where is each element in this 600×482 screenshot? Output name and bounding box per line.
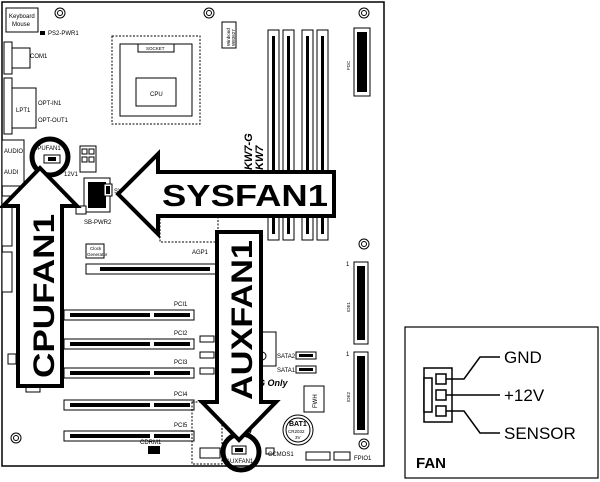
model-label-1: KW7-G bbox=[243, 133, 255, 170]
cpufan-callout-arrow: CPUFAN1 bbox=[0, 165, 82, 388]
sata2-label: SATA2 bbox=[277, 354, 296, 360]
fwh-label: FWH bbox=[313, 394, 319, 408]
cpufan-callout-label: CPUFAN1 bbox=[28, 214, 61, 378]
ps2pwr-jumper bbox=[40, 31, 45, 35]
cpu-label: CPU bbox=[150, 92, 163, 98]
pci2-label: PCI2 bbox=[174, 331, 188, 337]
agp1-label: AGP1 bbox=[192, 250, 209, 256]
gnd-lead-line bbox=[446, 356, 500, 380]
g-only-label: G Only bbox=[258, 378, 288, 388]
fan-pin-gnd bbox=[435, 373, 447, 385]
pci5-label: PCI5 bbox=[174, 423, 188, 429]
ccmos-label: CCMOS1 bbox=[268, 452, 294, 458]
audio-port bbox=[1, 139, 25, 187]
cpu-socket: CPU SOCKET bbox=[111, 35, 201, 125]
lpt1-label: LPT1 bbox=[16, 108, 31, 114]
fan-pinout-diagram: GND +12V SENSOR FAN bbox=[404, 326, 599, 479]
fan-pin-12v bbox=[435, 389, 447, 401]
audio-label: AUDIO bbox=[4, 149, 23, 155]
cr2032-label: CR2032 bbox=[288, 429, 305, 434]
small-header bbox=[7, 353, 17, 365]
fan-pin-sensor bbox=[435, 405, 447, 417]
fpio-label: FPIO1 bbox=[354, 456, 372, 462]
small-header bbox=[199, 351, 215, 359]
small-header bbox=[199, 335, 215, 343]
lpt1-port bbox=[3, 77, 13, 135]
clock-generator bbox=[85, 243, 105, 259]
com1-port bbox=[3, 41, 13, 75]
ide2-label: IDE2 bbox=[346, 391, 351, 402]
sbpwr-label: SB-PWR2 bbox=[84, 220, 112, 226]
optout-label: OPT-OUT1 bbox=[38, 118, 69, 124]
winbond-label: Winbond bbox=[226, 28, 231, 46]
motherboard: Keyboard Mouse PS2-PWR1 COM1 LPT1 OPT-IN… bbox=[1, 1, 385, 467]
ps2-connector bbox=[5, 7, 39, 33]
ide1-label: IDE1 bbox=[346, 301, 351, 312]
mouse-label: Mouse bbox=[12, 22, 31, 28]
auxfan1-board-label: AUXFAN1 bbox=[226, 459, 254, 465]
ps2pwr-label: PS2-PWR1 bbox=[48, 31, 79, 37]
sata1-label: SATA1 bbox=[277, 368, 296, 374]
clock-label: Clock bbox=[90, 246, 102, 251]
fan-pinout-title: FAN bbox=[416, 455, 446, 472]
auxfan-callout-label: AUXFAN1 bbox=[226, 240, 259, 400]
optin-label: OPT-IN1 bbox=[38, 101, 62, 107]
small-header bbox=[199, 367, 215, 375]
sysfan-callout-label: SYSFAN1 bbox=[162, 178, 328, 213]
front-panel-header bbox=[305, 451, 331, 461]
atx12v-label: 12V1 bbox=[64, 172, 79, 178]
atx12v-connector bbox=[79, 145, 97, 173]
pin-label-sensor: SENSOR bbox=[504, 424, 576, 443]
cpufan-highlight-circle bbox=[29, 136, 71, 178]
keyboard-label: Keyboard bbox=[9, 14, 35, 20]
winbond-chip bbox=[221, 21, 237, 49]
fwh-chip bbox=[303, 385, 325, 413]
sensor-lead-line bbox=[446, 410, 500, 434]
socket-label: SOCKET bbox=[146, 46, 165, 51]
ide1-pin-label: 1 bbox=[346, 262, 350, 268]
audio-label-2: AUDI bbox=[4, 170, 19, 176]
ide2-pin-label: 1 bbox=[346, 352, 350, 358]
pci3-label: PCI3 bbox=[174, 360, 188, 366]
pci-slots: PCI1 PCI2 PCI3 PCI4 PCI5 bbox=[63, 302, 195, 442]
fdc-label: FDC bbox=[346, 60, 351, 70]
auxfan-callout-arrow: AUXFAN1 bbox=[197, 230, 281, 443]
cpufan1-board-label: CPUFAN1 bbox=[33, 146, 61, 152]
bat1-label: BAT1 bbox=[289, 421, 307, 428]
ccmos-jumper bbox=[265, 447, 275, 455]
pin-label-gnd: GND bbox=[504, 348, 542, 367]
com1-label: COM1 bbox=[30, 54, 48, 60]
cdrom-label: CDRM1 bbox=[140, 440, 162, 446]
battery-voltage-label: 3V bbox=[295, 435, 301, 440]
pci4-label: PCI4 bbox=[174, 392, 188, 398]
model-label-2: KW7 bbox=[254, 145, 266, 170]
pci1-label: PCI1 bbox=[174, 302, 188, 308]
cdrom-header bbox=[148, 446, 160, 454]
clock-label-2: Generator bbox=[87, 252, 108, 257]
winbond-label-2: W83627 bbox=[231, 29, 236, 46]
sysfan-callout-arrow: SYSFAN1 bbox=[115, 149, 336, 239]
battery bbox=[282, 414, 314, 446]
pin-label-12v: +12V bbox=[504, 386, 545, 405]
dimm-slots bbox=[267, 29, 329, 241]
